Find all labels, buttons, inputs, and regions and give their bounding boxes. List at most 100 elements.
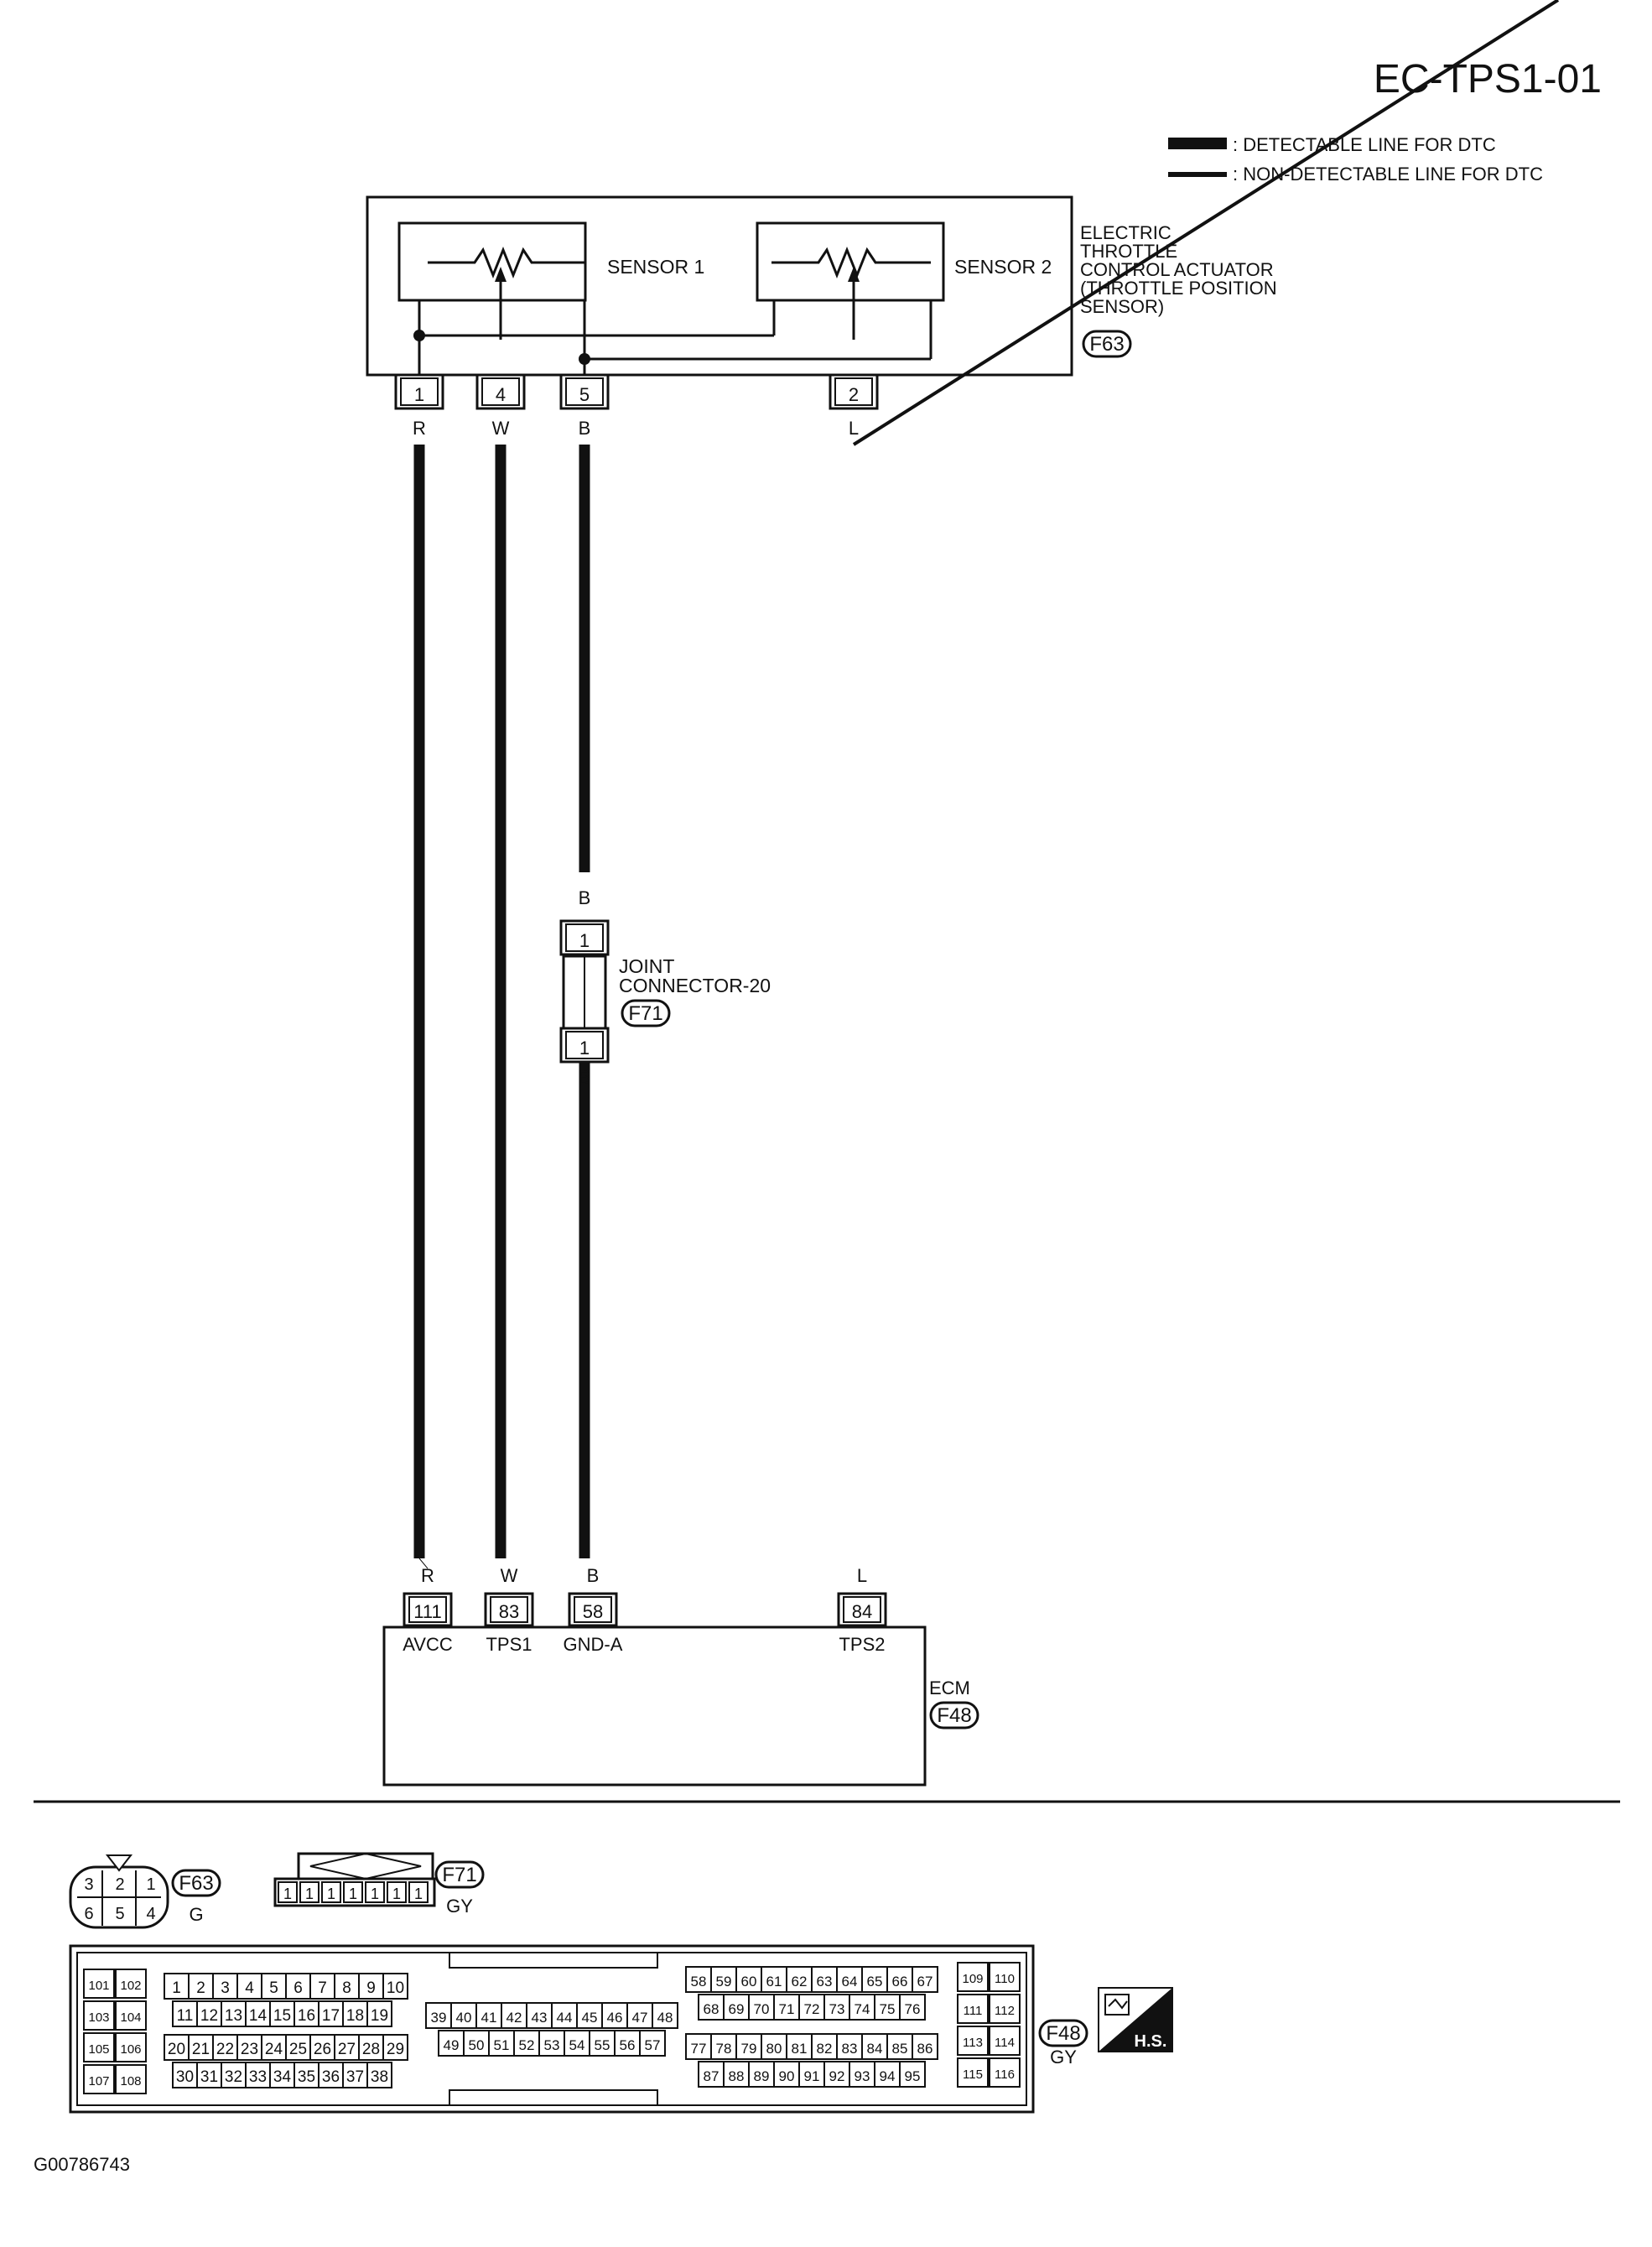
f48-pin: 21 xyxy=(192,2041,210,2058)
f48-pin: 43 xyxy=(532,2010,548,2026)
joint-pin-bottom-inner xyxy=(565,1031,604,1059)
f48-pin-cell xyxy=(899,1994,926,2021)
joint-name-line: CONNECTOR-20 xyxy=(619,975,771,996)
f48-pin: 13 xyxy=(225,2007,242,2025)
f48-pin-cell xyxy=(652,2002,678,2029)
actuator-wire-color: L xyxy=(849,418,859,439)
actuator-pin-inner xyxy=(400,377,439,406)
sensor2-label: SENSOR 2 xyxy=(954,256,1052,278)
junction-dot xyxy=(413,330,425,341)
f71-color: GY xyxy=(446,1896,473,1917)
f48-pin: 87 xyxy=(704,2068,720,2084)
joint-wire-bottom: B xyxy=(579,1067,591,1088)
f48-pin: 82 xyxy=(817,2041,833,2057)
f48-right-pin: 115 xyxy=(963,2068,983,2082)
f48-pin: 5 xyxy=(269,1979,278,1997)
f48-pin: 74 xyxy=(855,2001,870,2017)
f48-left-pin: 102 xyxy=(120,1979,141,1993)
actuator-pin-box xyxy=(394,373,444,410)
f71-pin-cell xyxy=(365,1881,385,1903)
f48-pin: 81 xyxy=(792,2041,808,2057)
f48-left-pin-cell xyxy=(115,2000,147,2031)
f48-id: F48 xyxy=(1046,2022,1080,2045)
f71-pin: 1 xyxy=(327,1886,335,1902)
f48-pin-cell xyxy=(798,1994,825,2021)
f48-pin: 68 xyxy=(704,2001,720,2017)
f48-pin: 83 xyxy=(842,2041,858,2057)
hs-harness-wire-icon xyxy=(1108,1998,1128,2010)
f48-pin: 29 xyxy=(387,2041,404,2058)
f48-left-pin-cell xyxy=(115,2064,147,2094)
f48-right-pin-cell xyxy=(989,2026,1021,2056)
5 xyxy=(852,0,1560,446)
actuator-pin-inner xyxy=(565,377,604,406)
f48-pin-cell xyxy=(294,2062,319,2088)
ecm-connector-label-outline xyxy=(929,1701,979,1729)
f71-pin-cell xyxy=(408,1881,429,1903)
legend-detectable-label: : DETECTABLE LINE FOR DTC xyxy=(1233,134,1496,155)
f71-pin-cell xyxy=(278,1881,298,1903)
f48-pin: 58 xyxy=(691,1974,707,1990)
f71-top xyxy=(297,1852,434,1880)
ecm-pin-box xyxy=(484,1592,534,1627)
f63-pin: 1 xyxy=(146,1875,155,1894)
f48-pin: 72 xyxy=(804,2001,820,2017)
f48-pin-cell xyxy=(912,1966,938,1993)
f71-pin: 1 xyxy=(305,1886,314,1902)
f48-right-pin-cell xyxy=(989,2057,1021,2088)
f48-pin: 89 xyxy=(754,2068,770,2084)
f48-pin: 59 xyxy=(716,1974,732,1990)
f48-id-outline xyxy=(1038,2019,1088,2047)
f71-pin-cell xyxy=(387,1881,407,1903)
ecm-pin-inner xyxy=(490,1596,528,1623)
f48-pin-cell xyxy=(236,1973,262,2000)
f48-pin-cell xyxy=(564,2030,590,2057)
ecm-pin-inner xyxy=(843,1596,881,1623)
f48-pin: 24 xyxy=(265,2041,283,2058)
f63-id-outline xyxy=(171,1869,221,1897)
f48-pin: 46 xyxy=(607,2010,623,2026)
f48-pin: 39 xyxy=(431,2010,447,2026)
legend-thick-line-icon xyxy=(1168,138,1227,149)
f48-pin-cell xyxy=(334,2034,360,2061)
actuator-pin: 4 xyxy=(496,384,506,405)
actuator-pin-inner xyxy=(481,377,520,406)
f48-pin: 52 xyxy=(519,2037,535,2053)
f71-pin-cell xyxy=(343,1881,363,1903)
f48-left-pin-cell xyxy=(83,2032,115,2062)
f48-pin-cell xyxy=(551,2002,578,2029)
f48-pin-cell xyxy=(309,1973,335,2000)
f71-id: F71 xyxy=(442,1864,476,1886)
f48-pin: 10 xyxy=(387,1979,404,1997)
f48-pin: 4 xyxy=(245,1979,254,1997)
f48-pin-cell xyxy=(786,2033,813,2060)
f48-pin: 12 xyxy=(200,2007,218,2025)
f48-pin-cell xyxy=(626,2002,653,2029)
f48-pin: 3 xyxy=(221,1979,230,1997)
f48-pin-cell xyxy=(748,1994,775,2021)
f48-pin: 18 xyxy=(346,2007,364,2025)
f48-pin: 70 xyxy=(754,2001,770,2017)
f48-pin-cell xyxy=(366,2062,392,2088)
f48-pin-cell xyxy=(735,1966,762,1993)
f48-pin-cell xyxy=(366,2000,392,2027)
ecm-pin-box xyxy=(837,1592,887,1627)
f48-pin: 23 xyxy=(241,2041,258,2058)
f48-pin: 95 xyxy=(905,2068,921,2084)
f48-right-pin: 114 xyxy=(995,2036,1015,2050)
f48-left-pin: 104 xyxy=(120,2010,141,2025)
f48-pin: 79 xyxy=(741,2041,757,2057)
f48-pin-cell xyxy=(261,1973,287,2000)
ecm-pin: 84 xyxy=(852,1601,872,1622)
ecm-pin: 111 xyxy=(413,1601,441,1622)
f71-pin: 1 xyxy=(392,1886,401,1902)
f48-pin: 47 xyxy=(632,2010,648,2026)
f48-pin: 34 xyxy=(273,2068,292,2086)
f48-pin: 54 xyxy=(569,2037,585,2053)
f48-right-pin-cell xyxy=(957,2057,989,2088)
f48-pin-cell xyxy=(773,2061,800,2088)
ecm-signal-label: TPS2 xyxy=(839,1634,885,1655)
f48-pin: 84 xyxy=(867,2041,883,2057)
f48-left-pin: 108 xyxy=(120,2074,141,2088)
f63-id: F63 xyxy=(179,1872,213,1895)
